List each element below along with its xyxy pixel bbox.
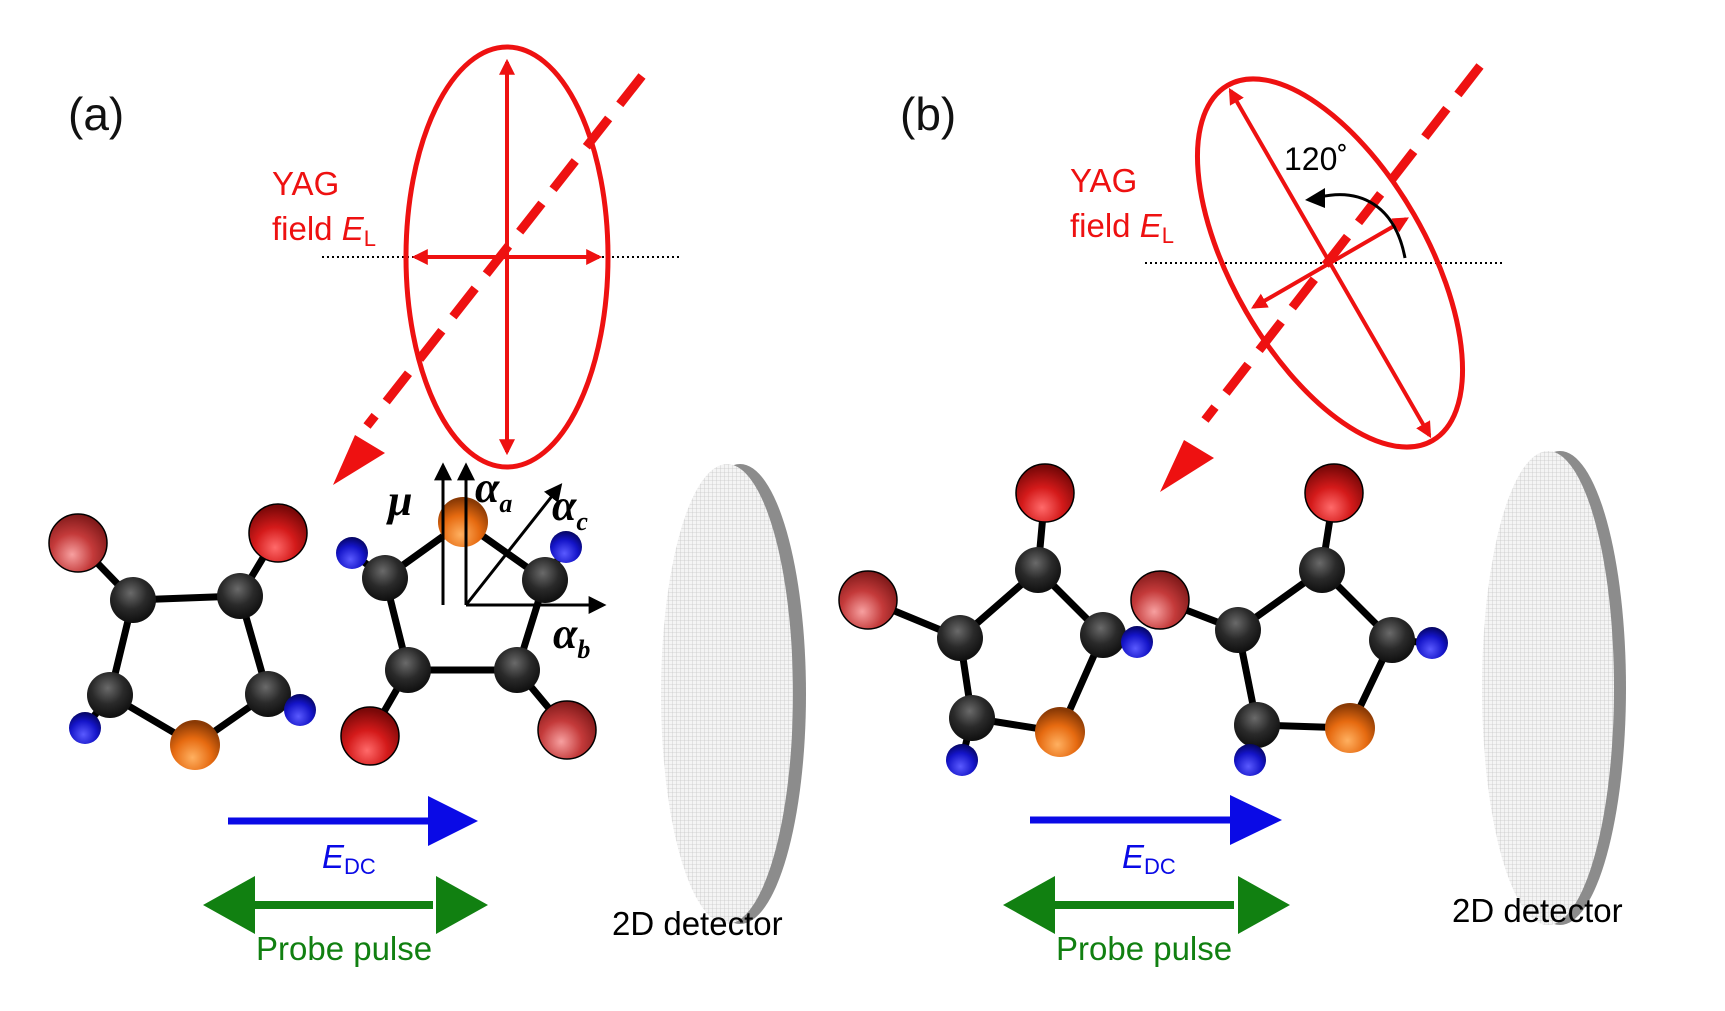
oxygen-atom <box>1015 463 1075 523</box>
yag-label-a-line1: YAG <box>272 165 339 202</box>
oxygen-atom <box>340 706 400 766</box>
probe-label-b: Probe pulse <box>1056 930 1232 967</box>
alpha-c-label: αc <box>552 481 588 536</box>
carbon-atom <box>87 672 133 718</box>
edc-arrow-b <box>1030 795 1282 845</box>
alpha-c-axis-arrow <box>464 483 563 606</box>
angle-arc-arrowhead <box>1305 188 1325 208</box>
nitrogen-atom <box>336 537 368 569</box>
carbon-atom <box>1299 547 1345 593</box>
nitrogen-atom <box>1234 744 1266 776</box>
probe-label-a: Probe pulse <box>256 930 432 967</box>
atoms-a-left <box>48 503 316 770</box>
detector-label-a: 2D detector <box>612 905 783 942</box>
nitrogen-atom <box>550 531 582 563</box>
carbon-atom <box>217 573 263 619</box>
detector-label-b: 2D detector <box>1452 892 1623 929</box>
detector-face-b <box>1482 451 1614 925</box>
oxygen-atom <box>838 570 898 630</box>
probe-arrow-b <box>1003 876 1290 934</box>
oxygen-atom <box>1130 570 1190 630</box>
nitrogen-atom <box>284 694 316 726</box>
nitrogen-atom <box>1416 627 1448 659</box>
carbon-atom <box>385 647 431 693</box>
carbon-atom <box>1080 612 1126 658</box>
oxygen-atom <box>537 700 597 760</box>
carbon-atom <box>949 695 995 741</box>
oxygen-atom <box>1304 463 1364 523</box>
angle-arc <box>1319 193 1407 259</box>
angle-label: 120˚ <box>1284 141 1348 177</box>
carbon-atom <box>1234 702 1280 748</box>
carbon-atom <box>1215 607 1261 653</box>
detector-a <box>661 464 806 924</box>
alpha-b-label: αb <box>553 609 590 664</box>
edc-label-b: EDC <box>1122 838 1176 879</box>
sulfur-atom <box>438 497 488 547</box>
panel-b-label: (b) <box>900 88 956 140</box>
carbon-atom <box>1369 617 1415 663</box>
carbon-atom <box>522 557 568 603</box>
nitrogen-atom <box>1121 626 1153 658</box>
edc-arrow-a <box>228 796 478 846</box>
oxygen-atom <box>248 503 308 563</box>
sulfur-atom <box>1035 707 1085 757</box>
detector-b <box>1482 451 1626 925</box>
laser-propagation-arrowhead-b <box>1160 440 1214 492</box>
probe-arrow-a <box>203 876 488 934</box>
yag-label-a-line2: field EL <box>272 210 376 251</box>
carbon-atom <box>937 615 983 661</box>
carbon-atom <box>245 671 291 717</box>
edc-label-a: EDC <box>322 838 376 879</box>
molecular-axes-a <box>434 462 607 614</box>
panel-a-label: (a) <box>68 88 124 140</box>
carbon-atom <box>110 577 156 623</box>
polarization-ellipse-a <box>403 44 611 470</box>
carbon-atom <box>1015 547 1061 593</box>
yag-label-b-line2: field EL <box>1070 207 1174 248</box>
mu-label: μ <box>386 476 412 525</box>
nitrogen-atom <box>69 712 101 744</box>
panel-a: (a) YAG field EL <box>48 44 806 967</box>
detector-face-a <box>661 464 793 924</box>
panel-b: (b) YAG field EL 120˚ <box>838 63 1626 967</box>
alpha-a-label: αa <box>475 463 512 518</box>
oxygen-atom <box>48 513 108 573</box>
molecule-a-right <box>348 518 571 740</box>
laser-propagation-arrowhead-a <box>333 435 385 485</box>
laser-propagation-dashed-b <box>1201 63 1484 423</box>
atoms-b-left <box>838 463 1153 776</box>
sulfur-atom <box>170 720 220 770</box>
yag-label-b-line1: YAG <box>1070 162 1137 199</box>
carbon-atom <box>362 555 408 601</box>
nitrogen-atom <box>946 744 978 776</box>
laser-propagation-dashed-a <box>363 73 646 429</box>
atoms-a-right <box>336 497 597 766</box>
sulfur-atom <box>1325 703 1375 753</box>
carbon-atom <box>494 647 540 693</box>
atoms-b-right <box>1130 463 1448 776</box>
